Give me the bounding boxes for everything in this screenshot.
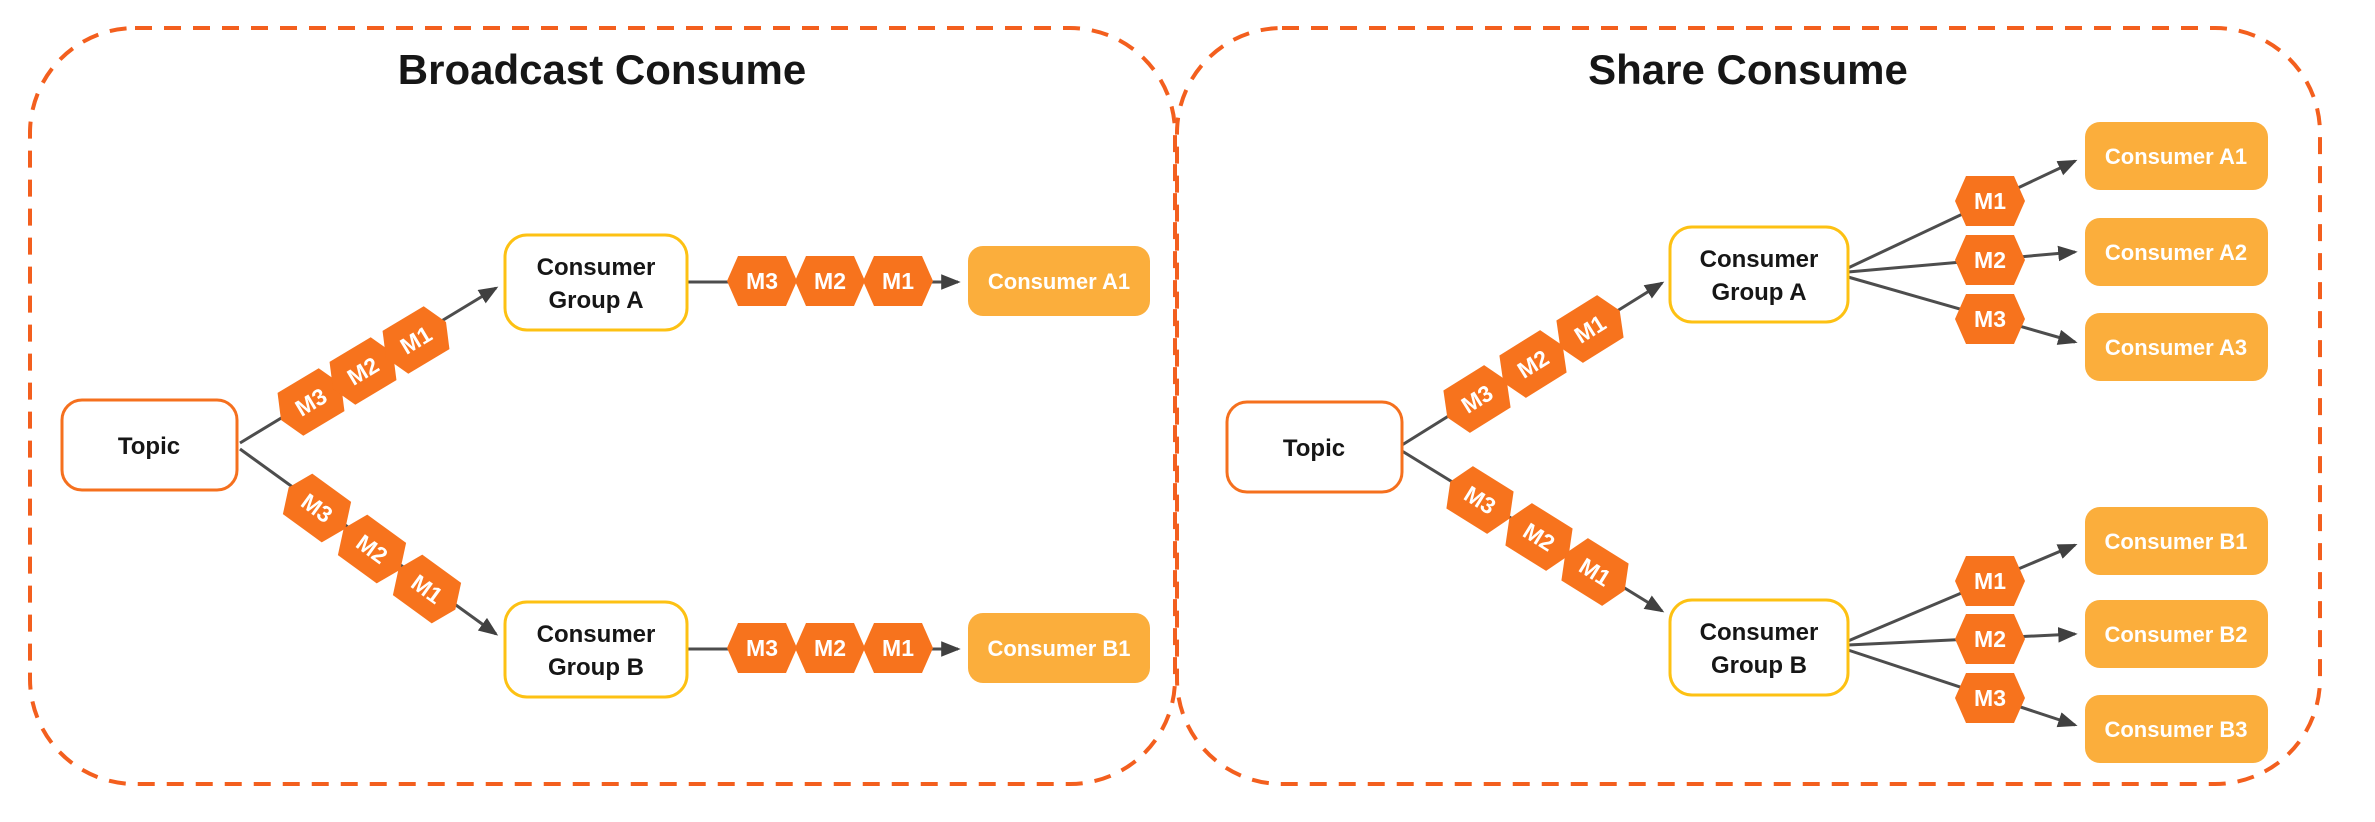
message-hexagon: M1 bbox=[863, 256, 933, 306]
consumer-group-a-label-line1: Consumer bbox=[537, 254, 656, 281]
message-hexagon: M1 bbox=[382, 306, 450, 374]
message-hexagon: M2 bbox=[1955, 614, 2025, 664]
message-hexagon: M2 bbox=[329, 337, 397, 405]
consumer-a1-node bbox=[2085, 122, 2268, 190]
message-hexagon: M2 bbox=[795, 256, 865, 306]
message-hexagon: M1 bbox=[863, 623, 933, 673]
consumer-b1-node bbox=[968, 613, 1150, 683]
consumer-group-a-label-line1: Consumer bbox=[1700, 246, 1819, 273]
share-panel-title: Share Consume bbox=[1588, 46, 1908, 93]
consumer-group-a-node bbox=[503, 233, 689, 332]
consumer-group-b-label-line2: Group B bbox=[1711, 652, 1807, 679]
message-hexagon: M2 bbox=[795, 623, 865, 673]
message-hexagon: M3 bbox=[727, 623, 797, 673]
message-hexagon: M3 bbox=[277, 368, 345, 436]
message-hexagon: M2 bbox=[1955, 235, 2025, 285]
consumer-group-b-label-line1: Consumer bbox=[537, 621, 656, 648]
message-hexagon: M3 bbox=[727, 256, 797, 306]
message-hexagon: M1 bbox=[1955, 556, 2025, 606]
message-label: M2 bbox=[1974, 247, 2006, 273]
consumer-a1-label: Consumer A1 bbox=[2105, 144, 2247, 169]
message-label: M3 bbox=[746, 268, 778, 294]
message-label: M1 bbox=[882, 635, 914, 661]
topic-label: Topic bbox=[118, 433, 180, 460]
message-hexagon: M1 bbox=[1561, 538, 1629, 606]
consumer-b2-node bbox=[2085, 600, 2268, 668]
consumer-group-b-label-line2: Group B bbox=[548, 654, 644, 681]
message-label: M1 bbox=[882, 268, 914, 294]
consumer-group-a-label-line2: Group A bbox=[548, 287, 643, 314]
topic-node bbox=[1225, 400, 1404, 494]
consumer-b1-label: Consumer B1 bbox=[987, 636, 1130, 661]
consumer-a1-node bbox=[968, 246, 1150, 316]
message-hexagon: M3 bbox=[1955, 294, 2025, 344]
consumer-a3-label: Consumer A3 bbox=[2105, 335, 2247, 360]
consumer-b2-label: Consumer B2 bbox=[2104, 622, 2247, 647]
message-hexagon: M3 bbox=[282, 473, 352, 543]
topic-label: Topic bbox=[1283, 435, 1345, 462]
consumer-b1-label: Consumer B1 bbox=[2104, 529, 2247, 554]
message-hexagon: M2 bbox=[337, 514, 407, 584]
consumer-group-b-node bbox=[1668, 598, 1850, 697]
message-label: M3 bbox=[1974, 685, 2006, 711]
consumer-a3-node bbox=[2085, 313, 2268, 381]
message-hexagon: M2 bbox=[1499, 330, 1567, 398]
consumer-group-b-label-line1: Consumer bbox=[1700, 619, 1819, 646]
consumer-a2-label: Consumer A2 bbox=[2105, 240, 2247, 265]
message-hexagon: M3 bbox=[1955, 673, 2025, 723]
topic-node bbox=[60, 398, 239, 492]
consumer-group-b-node bbox=[503, 600, 689, 699]
consumer-group-a-label-line2: Group A bbox=[1711, 279, 1806, 306]
message-hexagon: M2 bbox=[1505, 503, 1573, 571]
message-label: M2 bbox=[814, 635, 846, 661]
broadcast-panel-title: Broadcast Consume bbox=[398, 46, 806, 93]
message-hexagon: M1 bbox=[392, 554, 462, 624]
message-hexagon: M1 bbox=[1955, 176, 2025, 226]
message-label: M3 bbox=[1974, 306, 2006, 332]
consumer-b3-label: Consumer B3 bbox=[2104, 717, 2247, 742]
consumer-a1-label: Consumer A1 bbox=[988, 269, 1130, 294]
message-hexagon: M1 bbox=[1556, 295, 1624, 363]
consumer-a2-node bbox=[2085, 218, 2268, 286]
share-panel-border bbox=[1175, 26, 2322, 786]
message-hexagon: M3 bbox=[1446, 466, 1514, 534]
message-label: M3 bbox=[746, 635, 778, 661]
message-label: M1 bbox=[1974, 188, 2006, 214]
consumer-group-a-node bbox=[1668, 225, 1850, 324]
message-label: M1 bbox=[1974, 568, 2006, 594]
message-label: M2 bbox=[1974, 626, 2006, 652]
consumer-b3-node bbox=[2085, 695, 2268, 763]
message-label: M2 bbox=[814, 268, 846, 294]
message-hexagon: M3 bbox=[1443, 365, 1511, 433]
consumer-b1-node bbox=[2085, 507, 2268, 575]
broadcast-panel-border bbox=[28, 26, 1177, 786]
